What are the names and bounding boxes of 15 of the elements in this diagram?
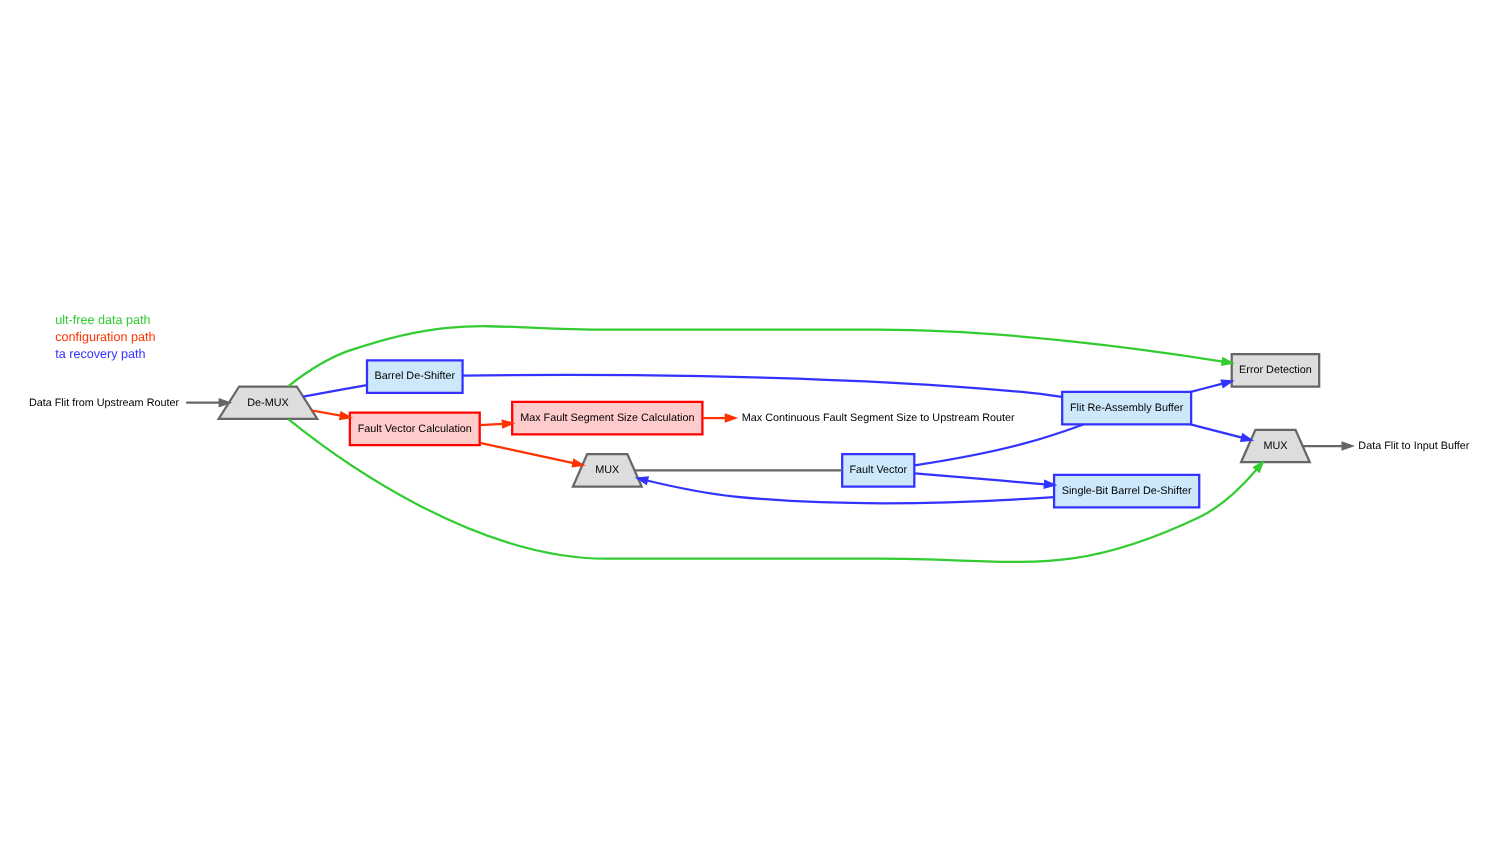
arrow xyxy=(479,440,586,467)
connector xyxy=(303,382,368,397)
arrow xyxy=(1190,422,1255,441)
connector xyxy=(462,372,1063,397)
arrow xyxy=(634,475,1054,504)
arrow xyxy=(1190,378,1235,392)
arrow xyxy=(287,417,1265,562)
arrow xyxy=(479,418,516,428)
arrow xyxy=(311,408,354,420)
connector xyxy=(634,468,843,471)
arrow xyxy=(186,397,233,407)
arrow xyxy=(287,324,1236,387)
arrow xyxy=(914,471,1058,488)
arrow xyxy=(1302,440,1355,450)
arrow xyxy=(702,412,739,422)
